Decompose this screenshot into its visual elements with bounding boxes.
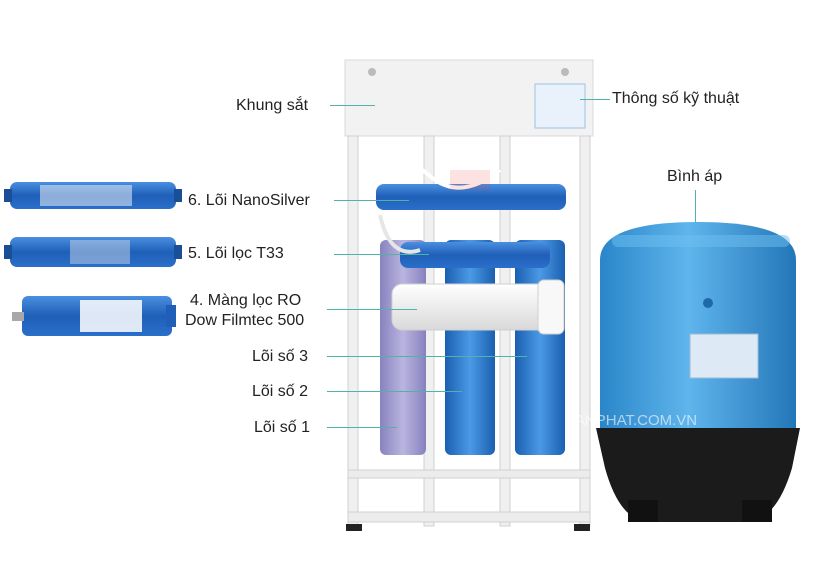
leader-thong-so <box>580 99 610 100</box>
label-khung-sat: Khung sắt <box>236 97 309 114</box>
pressure-tank <box>596 222 800 522</box>
label-ro-line1: 4. Màng lọc RO <box>190 292 302 309</box>
watermark-text: VANPHAT.COM.VN <box>566 412 697 429</box>
label-t33: 5. Lõi lọc T33 <box>188 245 284 262</box>
label-ro-line2: Dow Filmtec 500 <box>185 312 305 329</box>
leader-ro <box>327 309 417 310</box>
ro-membrane-cartridge <box>12 296 176 336</box>
leader-loi-1 <box>327 427 397 428</box>
label-thong-so: Thông số kỹ thuật <box>612 90 740 107</box>
leader-nanosilver <box>334 200 409 201</box>
label-loi-1: Lõi số 1 <box>254 419 311 436</box>
leader-loi-2 <box>327 391 462 392</box>
leader-khung-sat <box>330 105 375 106</box>
label-nanosilver: 6. Lõi NanoSilver <box>188 192 310 209</box>
t33-cartridge <box>4 237 182 267</box>
leader-binh-ap <box>695 190 696 222</box>
leader-loi-3 <box>327 356 527 357</box>
label-binh-ap: Bình áp <box>667 168 723 185</box>
label-loi-2: Lõi số 2 <box>252 383 309 400</box>
nanosilver-cartridge <box>4 182 182 209</box>
leader-t33 <box>334 254 429 255</box>
filter-housings <box>373 161 566 455</box>
label-loi-3: Lõi số 3 <box>252 348 309 365</box>
steel-frame <box>344 59 594 531</box>
